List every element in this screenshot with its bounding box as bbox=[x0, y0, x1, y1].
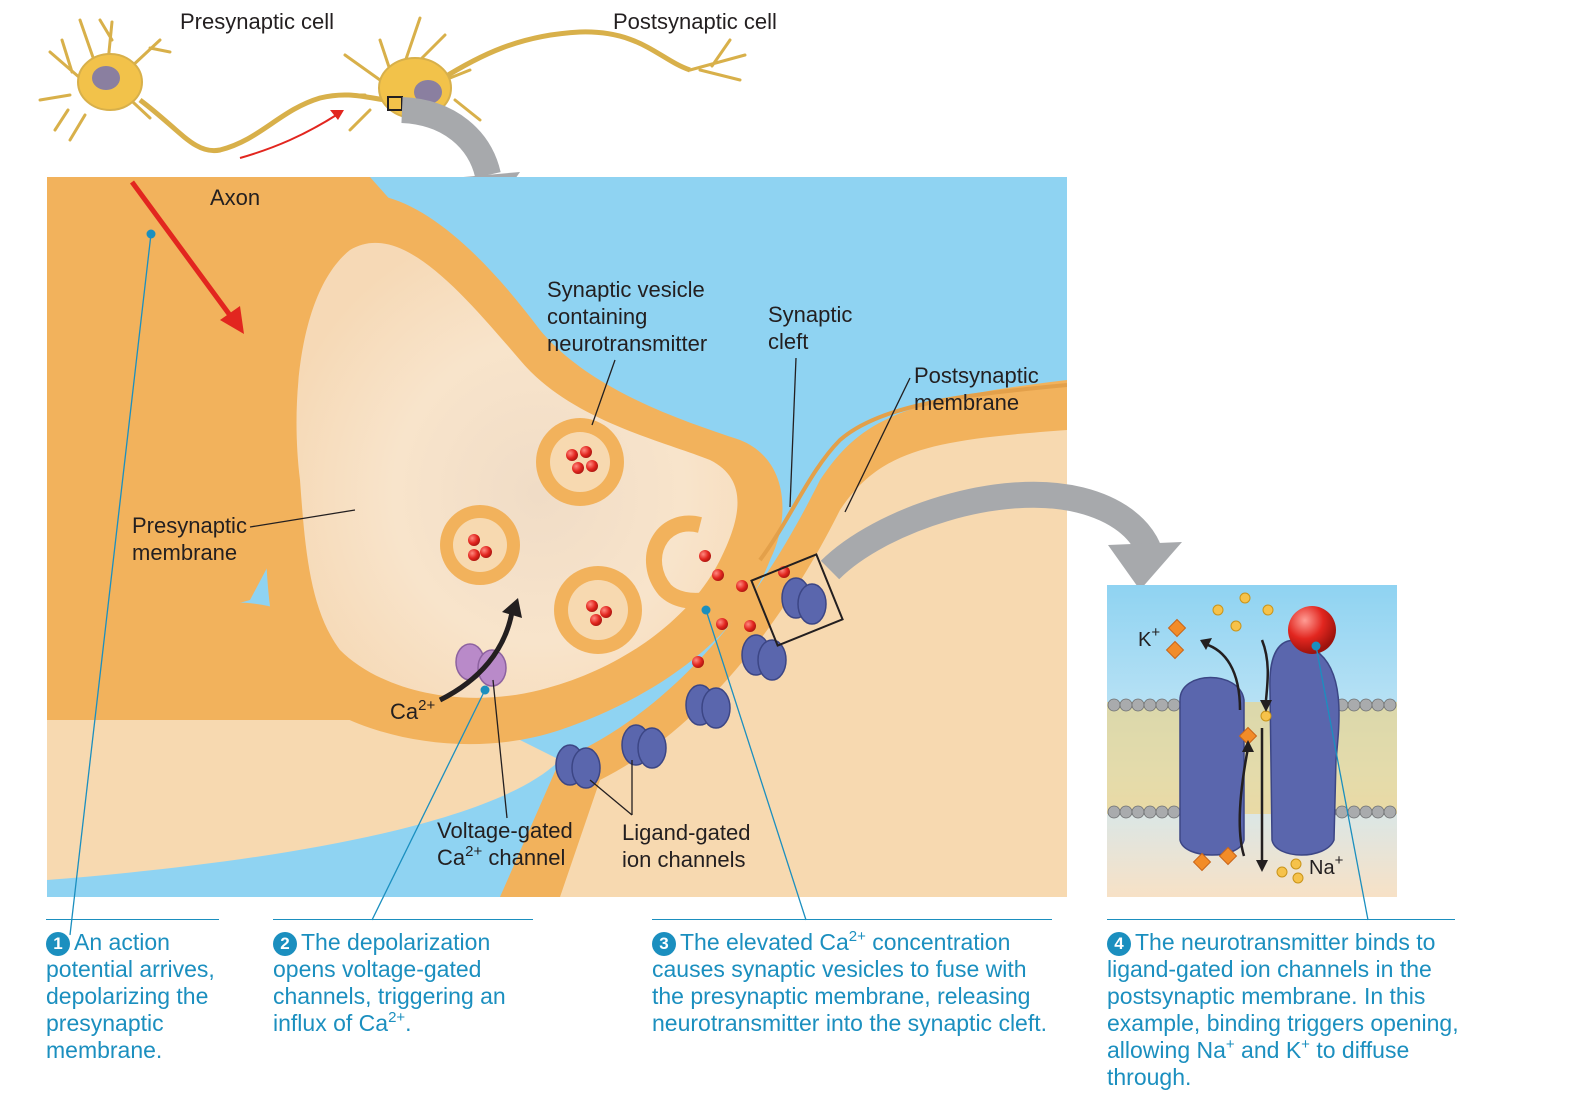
neuron-overview bbox=[38, 16, 747, 159]
axon-label: Axon bbox=[210, 185, 261, 210]
postsynaptic-axon bbox=[438, 29, 691, 83]
ca-ion-label: Ca2+ bbox=[390, 697, 436, 724]
step-1-text: An action potential arrives, depolarizin… bbox=[46, 929, 215, 1063]
synaptic-vesicles bbox=[440, 418, 748, 654]
ligand-gated-channels bbox=[555, 577, 827, 789]
zoom-box-small bbox=[387, 96, 403, 111]
signal-arrow-small bbox=[239, 113, 339, 159]
zoom-arrow-right bbox=[820, 481, 1182, 590]
voltage-gated-ca-channel bbox=[455, 643, 507, 687]
k-ions bbox=[1165, 618, 1258, 872]
step-3-rule bbox=[652, 919, 1052, 920]
ca-influx-arrow bbox=[438, 611, 515, 703]
step-2-number: 2 bbox=[273, 932, 297, 956]
action-potential-arrow bbox=[129, 180, 235, 320]
inset-ligand-gated-channel bbox=[1179, 639, 1340, 856]
na-ions bbox=[1212, 592, 1304, 884]
postsynaptic-cell-label: Postsynaptic cell bbox=[613, 9, 777, 34]
na-ion-label: Na+ bbox=[1309, 852, 1344, 879]
neurotransmitter-bound bbox=[1288, 606, 1336, 654]
presynaptic-axon bbox=[138, 92, 386, 154]
step-3-number: 3 bbox=[652, 932, 676, 956]
step-4-rule bbox=[1107, 919, 1455, 920]
step-2-rule bbox=[273, 919, 533, 920]
k-ion-label: K+ bbox=[1138, 624, 1161, 651]
voltage-gated-channel-label: Voltage-gated Ca2+ channel bbox=[437, 818, 573, 870]
step-4-number: 4 bbox=[1107, 932, 1131, 956]
step-1-number: 1 bbox=[46, 932, 70, 956]
callout-lines bbox=[69, 233, 1369, 936]
channel-inset bbox=[1107, 585, 1397, 897]
step-2-text: The depolarization opens voltage-gated c… bbox=[273, 929, 506, 1036]
zoom-box-channel bbox=[750, 553, 844, 647]
step-1-rule bbox=[46, 919, 219, 920]
leader-lines bbox=[249, 357, 911, 819]
step-3-text: The elevated Ca2+ concentration causes s… bbox=[652, 928, 1048, 1036]
callout-dots bbox=[146, 229, 1321, 695]
step-4-text: The neurotransmitter binds to ligand-gat… bbox=[1107, 929, 1459, 1090]
lipid-bilayer bbox=[1107, 698, 1397, 819]
presynaptic-cell-label: Presynaptic cell bbox=[180, 9, 335, 34]
